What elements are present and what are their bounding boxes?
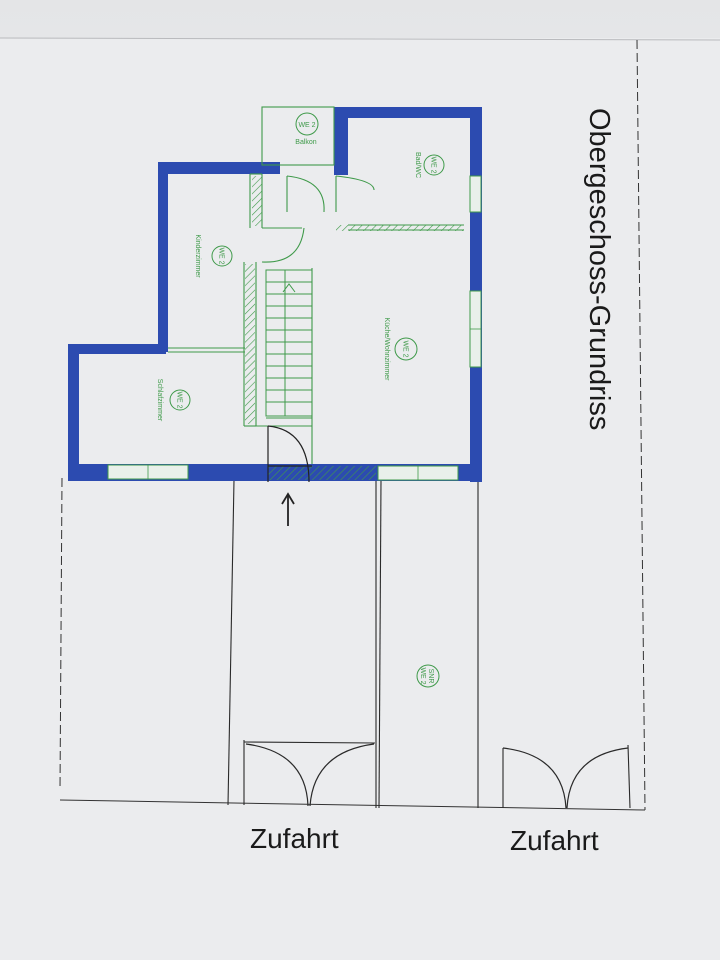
room-kueche: WE 2 Küche/Wohnzimmer (383, 318, 418, 382)
paper-sheet (0, 38, 720, 960)
hatched-entrance (268, 466, 376, 480)
garage-lines (227, 479, 631, 809)
room-balkon: WE 2 Balkon (295, 112, 319, 146)
room-unit-bad: WE 2 (430, 156, 437, 173)
room-name-kinderzimmer: Kinderzimmer (194, 234, 201, 278)
garage-door-right (502, 747, 629, 809)
staircase (265, 269, 313, 417)
room-bad: WE 2 Bad/WC (414, 152, 445, 178)
room-schlafzimmer: WE 2 Schlafzimmer (156, 379, 191, 422)
room-name-balkon: Balkon (295, 139, 317, 146)
entrance-arrow-icon (281, 492, 295, 526)
door-swings (261, 175, 375, 263)
garage-door-left (245, 743, 375, 807)
hatched-wall-top (252, 176, 262, 226)
hatched-wall-bath (336, 225, 464, 231)
room-unit-schlafzimmer: WE 2 (176, 391, 183, 408)
garage-unit-line1: SNR (427, 669, 434, 684)
room-unit-kinderzimmer: WE 2 (218, 247, 225, 264)
garage-unit: SNR WE 2 (416, 664, 440, 688)
property-boundary (59, 39, 646, 811)
hatched-wall-stair (245, 264, 255, 424)
driveway-label-left: Zufahrt (250, 823, 339, 854)
room-name-kueche: Küche/Wohnzimmer (383, 318, 390, 382)
room-kinderzimmer: WE 2 Kinderzimmer (194, 234, 233, 278)
sheet-top-edge (0, 37, 720, 41)
driveway-label-right: Zufahrt (510, 825, 599, 856)
window-mullions (147, 328, 481, 480)
room-name-schlafzimmer: Schlafzimmer (156, 379, 163, 422)
room-unit-balkon: WE 2 (298, 122, 315, 129)
garage-unit-line2: WE 2 (419, 667, 426, 684)
entrance-door (267, 425, 312, 483)
room-name-bad: Bad/WC (414, 152, 421, 178)
plan-title: Obergeschoss-Grundriss (583, 108, 615, 430)
room-unit-kueche: WE 2 (402, 340, 409, 357)
